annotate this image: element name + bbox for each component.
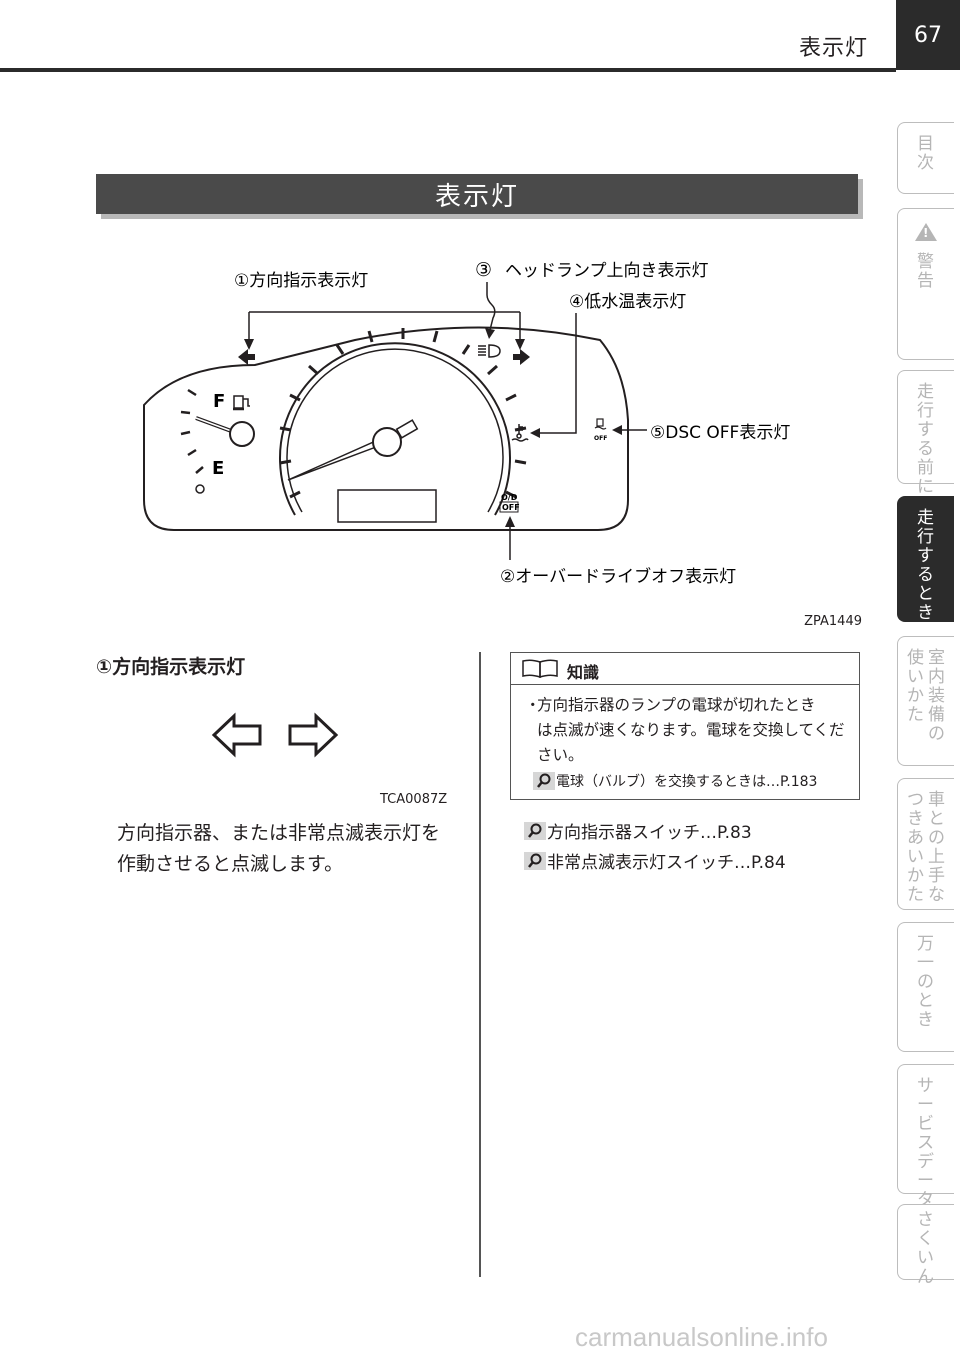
fuel-full-letter: F <box>213 391 225 412</box>
column-divider <box>479 652 481 1277</box>
magnifier-icon <box>533 772 555 790</box>
page-header-title: 表示灯 <box>798 36 868 61</box>
turn-signal-icons <box>211 712 339 758</box>
knowledge-box-title: 知識 <box>567 663 600 682</box>
turn-signal-right-icon <box>288 712 339 758</box>
page-number: 67 <box>896 0 960 70</box>
knowledge-reference-link[interactable]: 電球（バルブ）を交換するときは…P.183 <box>533 771 817 791</box>
turn-signal-left-lamp <box>238 349 255 365</box>
fuel-empty-letter: E <box>212 458 224 479</box>
tab-warning-label: 警告 <box>917 252 934 291</box>
icon-code: TCA0087Z <box>380 792 448 807</box>
tab-before-driving[interactable]: 走行する前に <box>897 370 954 497</box>
section-heading: ①方向指示表示灯 <box>96 656 246 678</box>
tab-contents-label: 目次 <box>917 134 934 173</box>
fuel-pump-icon <box>233 395 250 411</box>
callout-dsc-off: ⑤DSC OFF表示灯 <box>650 423 790 443</box>
callout-low-coolant-temp: ④低水温表示灯 <box>569 292 686 312</box>
tab-interior-equipment-label-b: 使いかた <box>907 648 924 725</box>
magnifier-icon <box>524 821 546 840</box>
section-band-title: 表示灯 <box>96 174 858 214</box>
callout-3-number: ③ <box>475 259 492 281</box>
tab-car-care-label-b: つきあいかた <box>907 790 924 905</box>
knowledge-box-text: ・方向指示器のランプの電球が切れたとき は点滅が速くなります。電球を交換してくだ… <box>525 693 855 768</box>
callout-arrowheads <box>244 328 622 527</box>
knowledge-text-line1: 方向指示器のランプの電球が切れたとき <box>537 696 816 714</box>
tab-interior-equipment-label-a: 室内装備の <box>928 648 945 744</box>
od-lamp-text: O/D <box>501 493 518 502</box>
tab-car-care[interactable]: 車との上手な つきあいかた <box>897 778 954 910</box>
knowledge-reference-text: 電球（バルブ）を交換するときは…P.183 <box>556 774 818 790</box>
tab-before-driving-label: 走行する前に <box>917 382 934 497</box>
watermark: carmanualsonline.info <box>575 1322 828 1352</box>
tab-emergency-label: 万一のとき <box>917 934 934 1030</box>
dsc-off-lamp-text: OFF <box>594 435 607 442</box>
book-icon <box>522 659 558 679</box>
tab-index[interactable]: さくいん <box>897 1204 954 1287</box>
tab-interior-equipment[interactable]: 室内装備の 使いかた <box>897 636 954 766</box>
od-off-lamp-box <box>499 501 519 513</box>
warning-triangle-icon <box>915 223 937 241</box>
speedometer-rim <box>279 342 511 516</box>
callout-leader-lines <box>248 282 647 560</box>
knowledge-bullet: ・ <box>525 696 541 714</box>
reference-text: 方向指示器スイッチ…P.83 <box>547 823 752 843</box>
dsc-off-lamp <box>594 418 607 430</box>
tab-while-driving-label: 走行するとき <box>917 508 934 623</box>
knowledge-box-header: 知識 <box>511 653 859 685</box>
odometer-display <box>337 489 437 523</box>
figure-code: ZPA1449 <box>804 614 862 629</box>
tab-contents[interactable]: 目次 <box>897 122 954 194</box>
tab-while-driving[interactable]: 走行するとき <box>897 496 954 623</box>
speedometer-ticks <box>279 328 527 499</box>
speedometer-hub <box>372 427 402 457</box>
fuel-hub <box>229 421 255 447</box>
reference-link-turn-signal-switch[interactable]: 方向指示器スイッチ…P.83 <box>524 818 752 843</box>
speedometer-inner-rim <box>286 348 504 513</box>
header-rule <box>0 68 896 72</box>
tab-car-care-label-a: 車との上手な <box>928 790 945 905</box>
low-coolant-temp-lamp <box>511 424 529 442</box>
reference-link-hazard-switch[interactable]: 非常点滅表示灯スイッチ…P.84 <box>524 848 786 873</box>
tab-service-data[interactable]: サービスデータ <box>897 1064 954 1210</box>
reference-text: 非常点滅表示灯スイッチ…P.84 <box>547 853 786 873</box>
high-beam-lamp <box>478 344 501 358</box>
cluster-outline <box>143 326 629 531</box>
tab-service-data-label: サービスデータ <box>917 1076 934 1210</box>
tab-warning[interactable]: 警告 <box>897 208 954 360</box>
od-off-lamp-text: OFF <box>502 503 520 512</box>
callout-high-beam: ヘッドランプ上向き表示灯 <box>505 261 709 281</box>
indicator-lamp-dot <box>195 484 205 494</box>
magnifier-icon <box>524 851 546 870</box>
knowledge-text-rest: は点滅が速くなります。電球を交換してください。 <box>537 721 845 764</box>
instrument-cluster-figure: F E OFF O/D OFF <box>143 259 790 587</box>
callout-overdrive-off: ②オーバードライブオフ表示灯 <box>500 566 736 587</box>
tab-emergency[interactable]: 万一のとき <box>897 922 954 1052</box>
turn-signal-right-lamp <box>513 349 530 365</box>
callout-turn-signal: ①方向指示表示灯 <box>234 271 368 291</box>
turn-signal-left-icon <box>211 712 262 758</box>
knowledge-box: 知識 ・方向指示器のランプの電球が切れたとき は点滅が速くなります。電球を交換し… <box>510 652 860 800</box>
tab-index-label: さくいん <box>917 1210 934 1287</box>
fuel-gauge-ticks <box>180 388 204 474</box>
body-text: 方向指示器、または非常点滅表示灯を作動させると点滅します。 <box>117 822 441 875</box>
